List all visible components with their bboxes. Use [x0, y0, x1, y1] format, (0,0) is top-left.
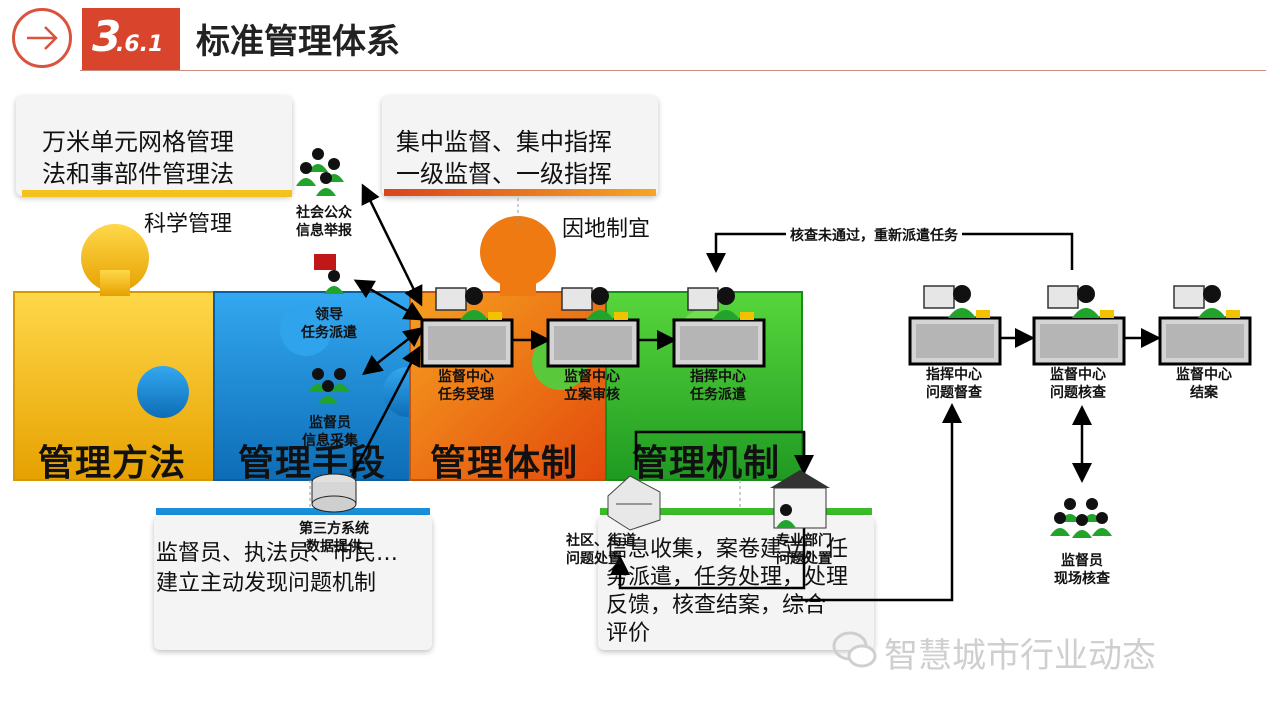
node-dept-l1: 专业部门: [776, 533, 832, 549]
mechanism-line3: 反馈，核查结案，综合: [606, 593, 827, 618]
node-supervise-review: 监督中心 立案审核: [550, 368, 634, 404]
system-box: 集中监督、集中指挥 一级监督、一级指挥: [382, 96, 658, 196]
node-supervise-accept: 监督中心 任务受理: [424, 368, 508, 404]
node-leader: 领导 任务派遣: [284, 306, 374, 342]
node-public-report-l2: 信息举报: [296, 223, 352, 239]
method-bar: [22, 190, 292, 197]
node-command-check-l1: 指挥中心: [926, 367, 982, 383]
department-house-icon: [770, 470, 830, 529]
method-line2: 法和事部件管理法: [42, 160, 234, 188]
desk-command-dispatch: [672, 285, 766, 368]
puzzle-piece-means: [213, 291, 433, 481]
desk-supervise-verify: [1032, 283, 1126, 366]
node-inspector-verify: 监督员 现场核查: [1040, 552, 1124, 588]
mechanism-line2: 务派遣，任务处理，处理: [606, 565, 849, 590]
node-supervise-verify: 监督中心 问题核查: [1036, 366, 1120, 402]
public-group-icon: [296, 148, 344, 196]
desk-supervise-review: [546, 285, 640, 368]
mechanism-line1: 信息收集，案卷建立，任: [606, 537, 849, 562]
system-line2: 一级监督、一级指挥: [396, 160, 612, 188]
puzzle-label-system: 管理体制: [430, 443, 579, 484]
node-inspector-verify-l2: 现场核查: [1054, 571, 1110, 587]
node-inspector-collect-l2: 信息采集: [302, 433, 358, 449]
node-inspector-collect-l1: 监督员: [309, 415, 351, 431]
node-third-party-l2: 数据提供: [306, 539, 362, 555]
node-supervise-review-l2: 立案审核: [564, 387, 620, 403]
leader-icon: [314, 254, 344, 294]
node-community-l1: 社区、街道: [566, 533, 636, 549]
method-line1: 万米单元网格管理: [42, 128, 234, 156]
node-supervise-close: 监督中心 结案: [1162, 366, 1246, 402]
node-command-dispatch-l1: 指挥中心: [690, 369, 746, 385]
node-supervise-verify-l1: 监督中心: [1050, 367, 1106, 383]
node-community-l2: 问题处置: [566, 551, 622, 567]
node-third-party-l1: 第三方系统: [299, 521, 369, 537]
node-leader-l1: 领导: [315, 307, 343, 323]
node-public-report-l1: 社会公众: [296, 205, 352, 221]
node-supervise-accept-l2: 任务受理: [438, 387, 494, 403]
node-command-check-l2: 问题督查: [926, 385, 982, 401]
inspector-group-icon: [308, 368, 350, 404]
method-caption: 科学管理: [144, 212, 233, 237]
community-building-icon: [607, 475, 661, 531]
puzzle-label-means: 管理手段: [238, 443, 387, 484]
node-command-dispatch: 指挥中心 任务派遣: [676, 368, 760, 404]
node-dept-l2: 问题处置: [776, 551, 832, 567]
section-main: 3: [92, 12, 122, 61]
system-caption: 因地制宜: [562, 217, 651, 242]
field-inspector-group-icon: [1050, 498, 1112, 538]
desk-command-check: [908, 283, 1002, 366]
system-line1: 集中监督、集中指挥: [396, 128, 612, 156]
node-supervise-close-l1: 监督中心: [1176, 367, 1232, 383]
puzzle-piece-method: [13, 224, 215, 481]
means-bar: [156, 508, 430, 515]
node-supervise-accept-l1: 监督中心: [438, 369, 494, 385]
section-number-badge: 3 .6.1: [82, 8, 180, 70]
section-sub: .6.1: [116, 32, 164, 57]
node-command-dispatch-l2: 任务派遣: [690, 387, 746, 403]
mechanism-bar: [600, 508, 872, 515]
means-line2: 建立主动发现问题机制: [156, 571, 377, 596]
node-public-report: 社会公众 信息举报: [284, 204, 364, 240]
node-command-check: 指挥中心 问题督查: [912, 366, 996, 402]
loop-label: 核查未通过，重新派遣任务: [786, 225, 962, 245]
system-bar: [384, 189, 656, 196]
node-inspector-verify-l1: 监督员: [1061, 553, 1103, 569]
node-community: 社区、街道 问题处置: [566, 532, 676, 568]
page-title: 标准管理体系: [196, 22, 400, 62]
means-box: 监督员、执法员、市民… 建立主动发现问题机制: [154, 516, 432, 650]
node-dept: 专业部门 问题处置: [764, 532, 844, 568]
node-leader-l2: 任务派遣: [301, 325, 357, 341]
method-box: 万米单元网格管理 法和事部件管理法: [16, 96, 292, 196]
mechanism-line4: 评价: [606, 621, 651, 646]
means-line1: 监督员、执法员、市民…: [156, 541, 399, 566]
desk-supervise-accept: [420, 285, 514, 368]
wechat-icon: [832, 630, 878, 674]
header-divider: [80, 70, 1266, 71]
node-supervise-review-l1: 监督中心: [564, 369, 620, 385]
desk-supervise-close: [1158, 283, 1252, 366]
node-inspector-collect: 监督员 信息采集: [290, 414, 370, 450]
puzzle-label-mechanism: 管理机制: [632, 443, 781, 484]
watermark-text: 智慧城市行业动态: [884, 636, 1156, 676]
puzzle-label-method: 管理方法: [38, 443, 187, 484]
node-supervise-close-l2: 结案: [1190, 385, 1218, 401]
arrow-circle-icon: [12, 8, 72, 68]
mechanism-box: 信息收集，案卷建立，任 务派遣，任务处理，处理 反馈，核查结案，综合 评价: [598, 516, 874, 650]
database-icon: [311, 473, 357, 513]
node-third-party: 第三方系统 数据提供: [284, 520, 384, 556]
node-supervise-verify-l2: 问题核查: [1050, 385, 1106, 401]
